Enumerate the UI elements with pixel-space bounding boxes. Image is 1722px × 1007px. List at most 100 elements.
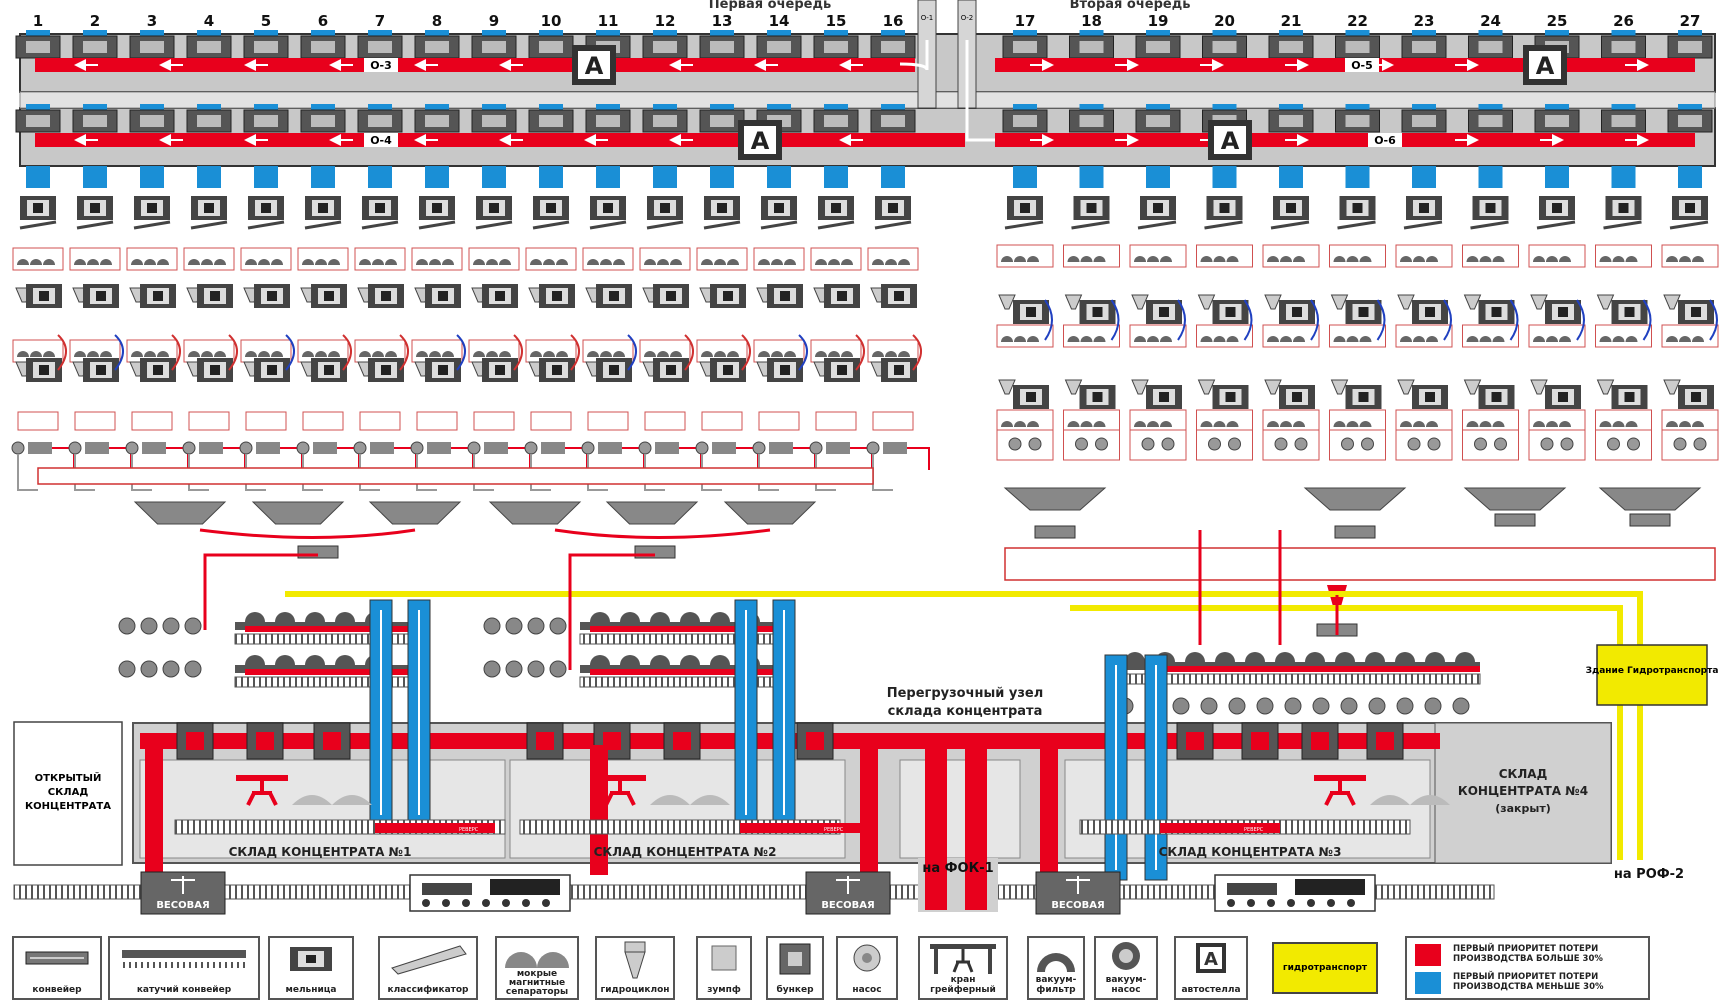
pump xyxy=(126,442,138,454)
reverse-label: РЕВЕРС xyxy=(1244,827,1264,833)
feeder-pipe xyxy=(1612,166,1636,188)
vacuum-filter xyxy=(710,655,730,665)
section-number: 4 xyxy=(204,12,214,30)
separator-box xyxy=(1596,245,1652,267)
classifier xyxy=(191,222,227,228)
bunker-inner xyxy=(710,115,734,127)
bunker-inner xyxy=(26,115,50,127)
mill-core xyxy=(1026,307,1036,317)
thickener xyxy=(725,502,815,524)
classifier xyxy=(134,222,170,228)
separator-box xyxy=(1263,410,1319,432)
bunker-inner xyxy=(311,41,335,53)
store-bunker-core xyxy=(1311,732,1329,750)
hydrocyclone xyxy=(1199,295,1215,309)
mobile-rail xyxy=(1115,674,1480,684)
mill-core xyxy=(609,365,619,375)
feeder-pipe xyxy=(1479,166,1503,188)
vacuum-filter xyxy=(650,612,670,622)
priority-high-text: ПЕРВЫЙ ПРИОРИТЕТ ПОТЕРИПРОИЗВОДСТВА БОЛЬ… xyxy=(1453,944,1603,964)
vacuum-filter xyxy=(275,612,295,622)
mill-core xyxy=(324,365,334,375)
vacuum-filter xyxy=(1275,652,1295,662)
hydrocyclone xyxy=(1598,380,1614,394)
mill-core xyxy=(1026,392,1036,402)
bunker-small xyxy=(256,442,280,454)
separator-box xyxy=(1263,245,1319,267)
stacker-marker-letter: А xyxy=(1536,52,1555,80)
separator-box xyxy=(997,410,1053,432)
thickener xyxy=(253,502,343,524)
pump xyxy=(1275,438,1287,450)
mill-core xyxy=(210,365,220,375)
mill-core xyxy=(489,203,499,213)
hydrocyclone xyxy=(1598,295,1614,309)
legend-priority: ПЕРВЫЙ ПРИОРИТЕТ ПОТЕРИПРОИЗВОДСТВА БОЛЬ… xyxy=(1405,936,1650,1000)
vacuum-filter xyxy=(620,655,640,665)
legend-vacpump-line1: вакуум- xyxy=(1106,975,1147,985)
vacuum-pump xyxy=(1397,698,1413,714)
legend-conveyor: конвейер xyxy=(12,936,102,1000)
classifier xyxy=(590,222,626,228)
bunker-inner xyxy=(1545,115,1569,127)
bunker-inner xyxy=(1346,41,1370,53)
vacuum-pump xyxy=(1229,698,1245,714)
vacuum-filter xyxy=(305,655,325,665)
separator-box xyxy=(1130,245,1186,267)
mill-core xyxy=(1292,392,1302,402)
feeder-pipe xyxy=(596,166,620,188)
vacuum-pump xyxy=(550,618,566,634)
section-number: 21 xyxy=(1281,12,1302,30)
to-rof-label: на РОФ-2 xyxy=(1614,867,1684,882)
collector-right xyxy=(1005,548,1715,580)
separator-box xyxy=(1064,410,1120,432)
hydro-building-label: Здание Гидротранспорта xyxy=(1586,666,1719,676)
pulp-line xyxy=(200,530,415,538)
train-wheel xyxy=(1307,899,1315,907)
vacuum-filter xyxy=(1125,652,1145,662)
section-number: 17 xyxy=(1015,12,1036,30)
bunker-inner xyxy=(1612,115,1636,127)
mill-core xyxy=(1093,307,1103,317)
mill-core xyxy=(1558,392,1568,402)
hydrocyclone xyxy=(1332,380,1348,394)
mill-core xyxy=(1492,307,1502,317)
weigh-label: ВЕСОВАЯ xyxy=(821,900,874,911)
legend-hydrocyclone: гидроциклон xyxy=(595,936,675,1000)
separator-box xyxy=(1529,410,1585,432)
mill-core xyxy=(837,365,847,375)
section-number: 3 xyxy=(147,12,157,30)
separator-box xyxy=(1396,245,1452,267)
fok-chute-left xyxy=(925,735,947,910)
hydrocyclone xyxy=(1199,380,1215,394)
bunker-small xyxy=(883,442,907,454)
store1-label: СКЛАД КОНЦЕНТРАТА №1 xyxy=(229,845,412,859)
train-wheel xyxy=(1267,899,1275,907)
vacuum-pump xyxy=(528,618,544,634)
separator-box xyxy=(360,412,400,430)
hydrocyclone xyxy=(1265,380,1281,394)
mill-core xyxy=(261,203,271,213)
mill-core xyxy=(894,291,904,301)
classifier xyxy=(248,222,284,228)
pump xyxy=(354,442,366,454)
pump xyxy=(1628,438,1640,450)
priority-low-text: ПЕРВЫЙ ПРИОРИТЕТ ПОТЕРИПРОИЗВОДСТВА МЕНЬ… xyxy=(1453,972,1604,992)
bunker-inner xyxy=(1479,115,1503,127)
feeder-pipe xyxy=(539,166,563,188)
bunker-inner xyxy=(425,41,449,53)
mill-core xyxy=(204,203,214,213)
mill-core xyxy=(381,291,391,301)
bunker-inner xyxy=(254,115,278,127)
bunker-small xyxy=(313,442,337,454)
vacuum-pump xyxy=(163,618,179,634)
classifier xyxy=(1604,222,1642,228)
bunker-inner xyxy=(1213,41,1237,53)
pump xyxy=(1694,438,1706,450)
crane-beam xyxy=(236,775,288,781)
section-number: 5 xyxy=(261,12,271,30)
hydrocyclone xyxy=(1398,295,1414,309)
pump-unit xyxy=(1630,514,1670,526)
mill-core xyxy=(1359,392,1369,402)
bunker-inner xyxy=(1013,115,1037,127)
